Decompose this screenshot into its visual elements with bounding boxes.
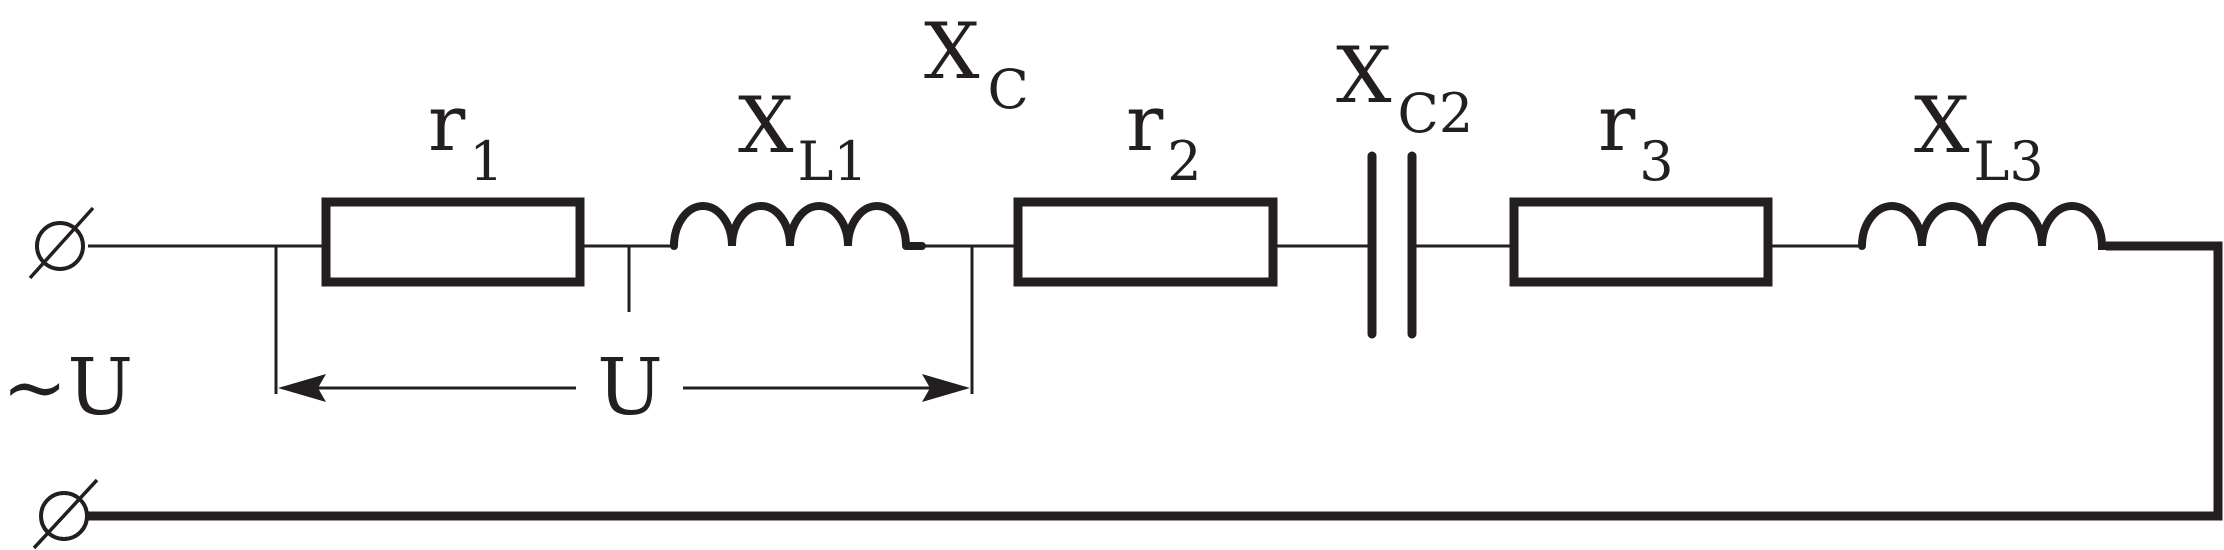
label-r1: r1	[428, 79, 504, 193]
resistor-r3	[1509, 197, 1773, 287]
label-source-voltage: ~U	[2, 343, 133, 433]
capacitor-xc2	[1367, 151, 1417, 339]
inductor-xl3	[1858, 202, 2110, 250]
return-wire	[88, 241, 2223, 521]
voltage-arrow	[278, 374, 970, 402]
resistor-r1	[321, 197, 585, 287]
label-r3: r3	[1598, 79, 1674, 193]
label-xl1: XL1	[738, 81, 868, 193]
measurement-leads	[274, 246, 974, 394]
label-r2: r2	[1126, 79, 1202, 193]
input-terminal-top	[28, 206, 95, 280]
input-terminal-bottom	[32, 478, 99, 550]
label-xl3: XL3	[1914, 81, 2044, 193]
label-measured-voltage: U	[597, 343, 663, 433]
resistor-r2	[1013, 197, 1278, 287]
inductor-xl1	[670, 202, 926, 250]
